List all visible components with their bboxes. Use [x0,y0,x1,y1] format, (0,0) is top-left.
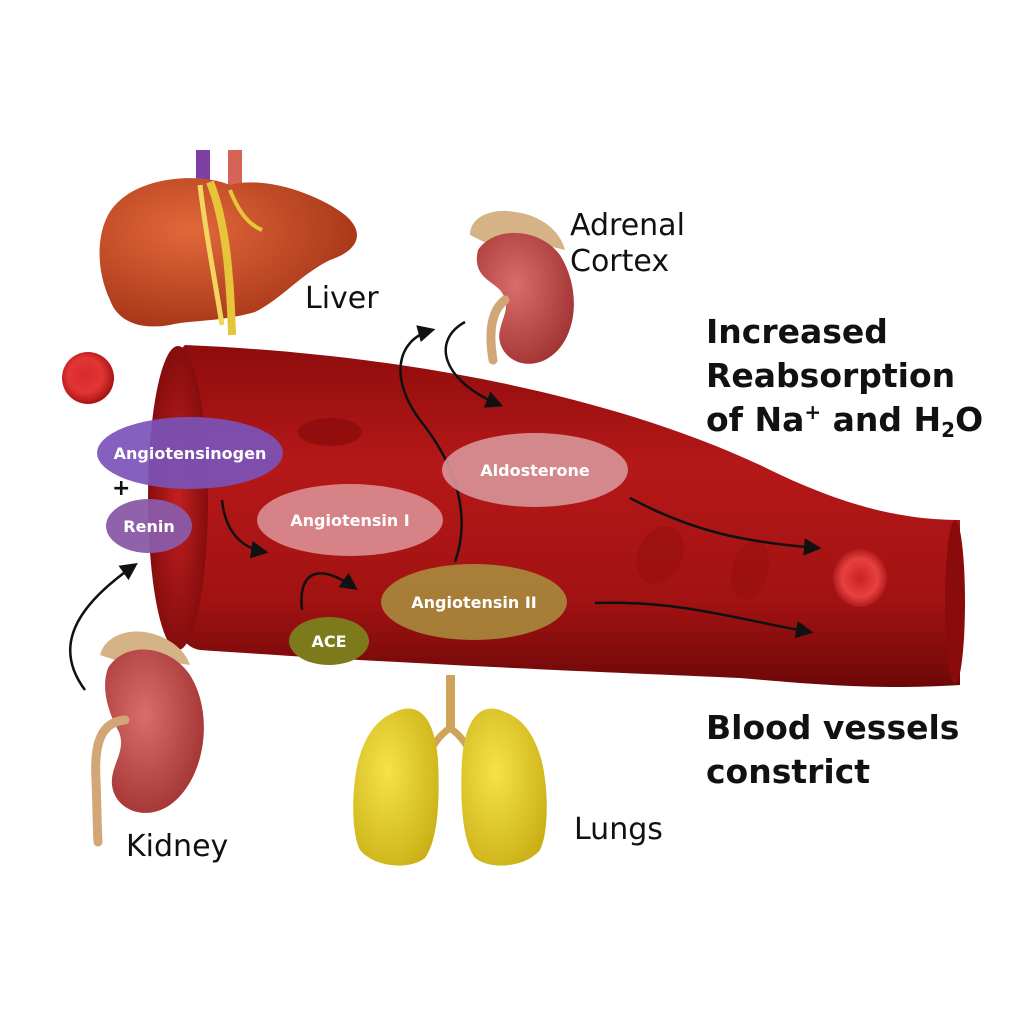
angiotensinogen-pill: Angiotensinogen [97,417,283,489]
angiotensin-i-pill: Angiotensin I [257,484,443,556]
renin-label: Renin [123,517,174,536]
reabsorption-label: Increased Reabsorption of Na+ and H2O [706,310,983,442]
pathway-arrows [69,320,822,691]
kidney-illustration [91,631,204,847]
plus-sign: + [112,476,131,501]
vessels-constrict-line2: constrict [706,752,871,791]
angiotensin-ii-to-vessels-arrow [594,601,814,639]
lungs-label: Lungs [574,812,663,847]
ace-to-angiotensin-ii-arrow [300,572,358,611]
ace-pill: ACE [289,617,369,665]
adrenal-cortex-line2: Cortex [570,244,670,279]
vessels-constrict-line1: Blood vessels [706,708,960,747]
kidney-to-renin-arrow [69,563,138,691]
angiotensinogen-label: Angiotensinogen [114,444,267,463]
liver-illustration [99,150,357,336]
reabsorption-line2: Reabsorption [706,356,956,395]
adrenal-to-aldosterone-arrow [444,320,504,408]
reabsorption-line3: of Na+ and H2O [706,400,984,442]
angiotensin-ii-pill: Angiotensin II [381,564,567,640]
angiotensin-i-label: Angiotensin I [290,511,410,530]
aldosterone-pill: Aldosterone [442,433,628,507]
ace-label: ACE [311,632,346,651]
adrenal-cortex-label: Adrenal Cortex [570,208,685,280]
liver-label: Liver [305,281,379,316]
lungs-illustration [353,675,547,866]
renin-pill: Renin [106,499,192,553]
angiotensin-ii-label: Angiotensin II [411,593,536,612]
adrenal-cortex-line1: Adrenal [570,208,685,243]
angiotensinogen-to-angiotensin-i-arrow [220,499,269,559]
angiotensin-ii-to-adrenal-arrow [399,325,463,563]
vessels-constrict-label: Blood vessels constrict [706,706,959,794]
red-blood-cells [62,352,887,607]
reabsorption-line1: Increased [706,312,888,351]
aldosterone-to-reabsorption-arrow [629,496,822,556]
aldosterone-label: Aldosterone [480,461,590,480]
adrenal-kidney-illustration [470,210,574,365]
kidney-label: Kidney [126,829,229,864]
